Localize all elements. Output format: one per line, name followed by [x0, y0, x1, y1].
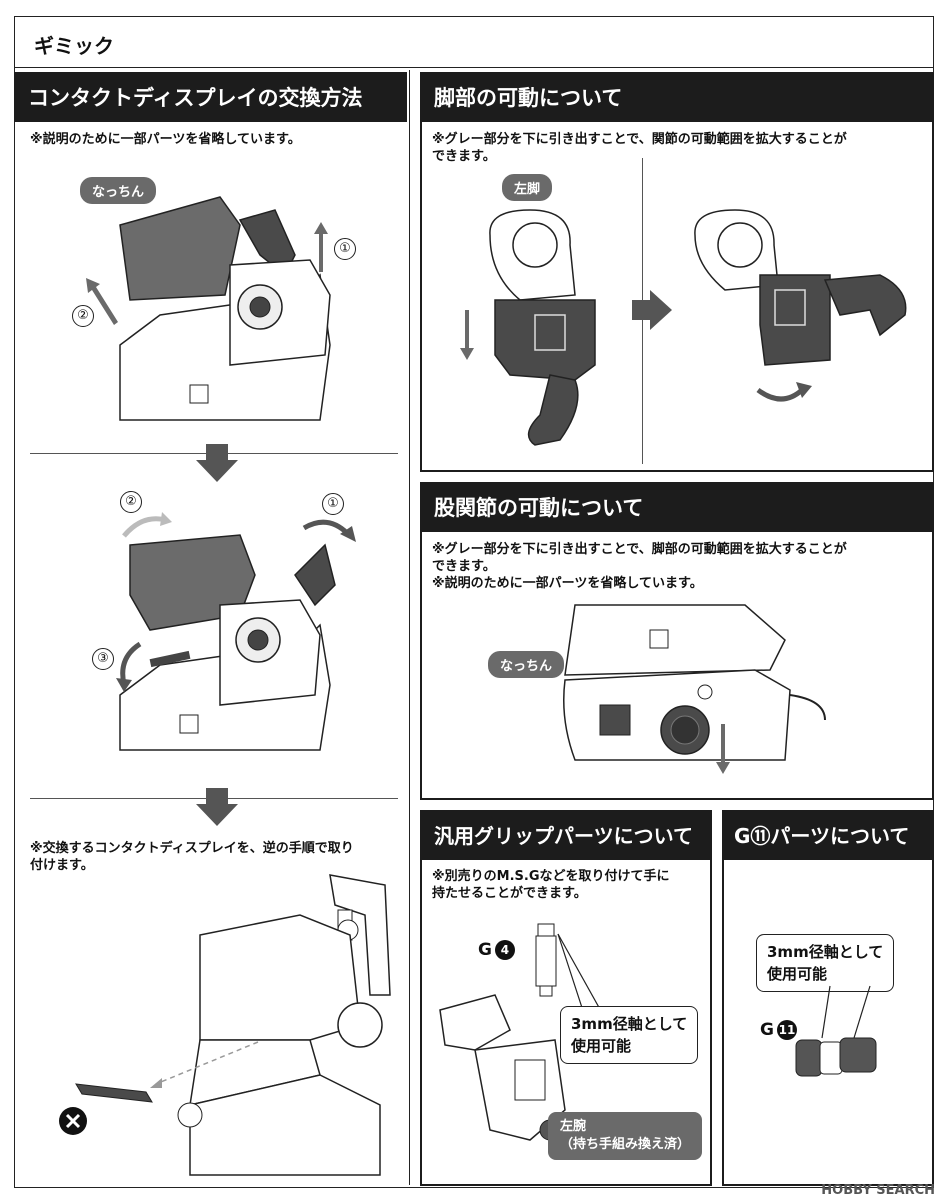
dashed-guide-line: [150, 1041, 259, 1088]
left-arm-badge: 左腕 （持ち手組み換え済）: [548, 1112, 703, 1160]
callout-pointer: [821, 985, 871, 1039]
leg-illustration-before: [489, 209, 596, 446]
contact-illustration-step1: [119, 196, 331, 421]
hip-note: ※グレー部分を下に引き出すことで、脚部の可動範囲を拡大することが できます。 ※…: [432, 542, 847, 591]
g11-section-title: G⑪パーツについて: [722, 810, 934, 860]
watermark: HOBBY SEARCH: [821, 1183, 935, 1198]
contact-section-title: コンタクトディスプレイの交換方法: [14, 72, 407, 122]
step2-marker: ②: [72, 305, 94, 327]
curved-arrow-icon: [116, 641, 142, 692]
leg-section-title: 脚部の可動について: [420, 72, 934, 122]
arrow-down-icon: [716, 724, 730, 774]
left-leg-badge: 左脚: [502, 174, 553, 201]
curved-arrow-icon: [302, 519, 356, 542]
step3-marker: ③: [92, 648, 114, 670]
hip-section-title: 股関節の可動について: [420, 482, 934, 532]
display-part-icon: [75, 1083, 153, 1103]
step2-marker-b: ②: [120, 491, 142, 513]
contact-note: ※説明のために一部パーツを省略しています。: [30, 132, 301, 147]
grip-section-title: 汎用グリップパーツについて: [420, 810, 712, 860]
step1-marker-b: ①: [322, 493, 344, 515]
arrow-up-icon: [314, 222, 328, 272]
part-number-badge: 4: [494, 940, 515, 960]
arrow-down-icon: [460, 310, 474, 360]
step1-marker: ①: [334, 238, 356, 260]
close-icon: [59, 1107, 87, 1135]
nacchin-badge: なっちん: [80, 177, 157, 204]
callout-pointer: [557, 933, 607, 1021]
g11-callout: 3mm径軸として 使用可能: [756, 934, 895, 992]
nacchin-badge-hip: なっちん: [488, 651, 565, 678]
arrow-right-icon: [632, 290, 672, 330]
arrow-down-icon: [196, 444, 238, 482]
contact-illustration-step2: [119, 534, 336, 751]
curved-arrow-icon: [122, 512, 172, 538]
arrow-diagonal-icon: [86, 278, 118, 325]
grip-callout: 3mm径軸として 使用可能: [560, 1006, 699, 1064]
g11-part-icon: [795, 1037, 877, 1077]
grip-note: ※別売りのM.S.Gなどを取り付けて手に 持たせることができます。: [432, 869, 670, 901]
hip-illustration: [563, 604, 826, 761]
page-title: ギミック: [14, 16, 934, 68]
leg-note: ※グレー部分を下に引き出すことで、関節の可動範囲を拡大することが できます。: [432, 132, 847, 164]
leg-illustration-after: [694, 209, 907, 366]
part-number-badge: 11: [776, 1020, 797, 1040]
grip-part-icon: [535, 923, 557, 997]
column-divider: [409, 70, 410, 1185]
arrow-down-icon: [196, 788, 238, 826]
grip-hand-illustration: [439, 994, 566, 1141]
contact-illustration-step3: [177, 874, 391, 1176]
curved-arrow-icon: [756, 382, 812, 402]
contact-note-reverse: ※交換するコンタクトディスプレイを、逆の手順で取り 付けます。: [30, 841, 354, 873]
